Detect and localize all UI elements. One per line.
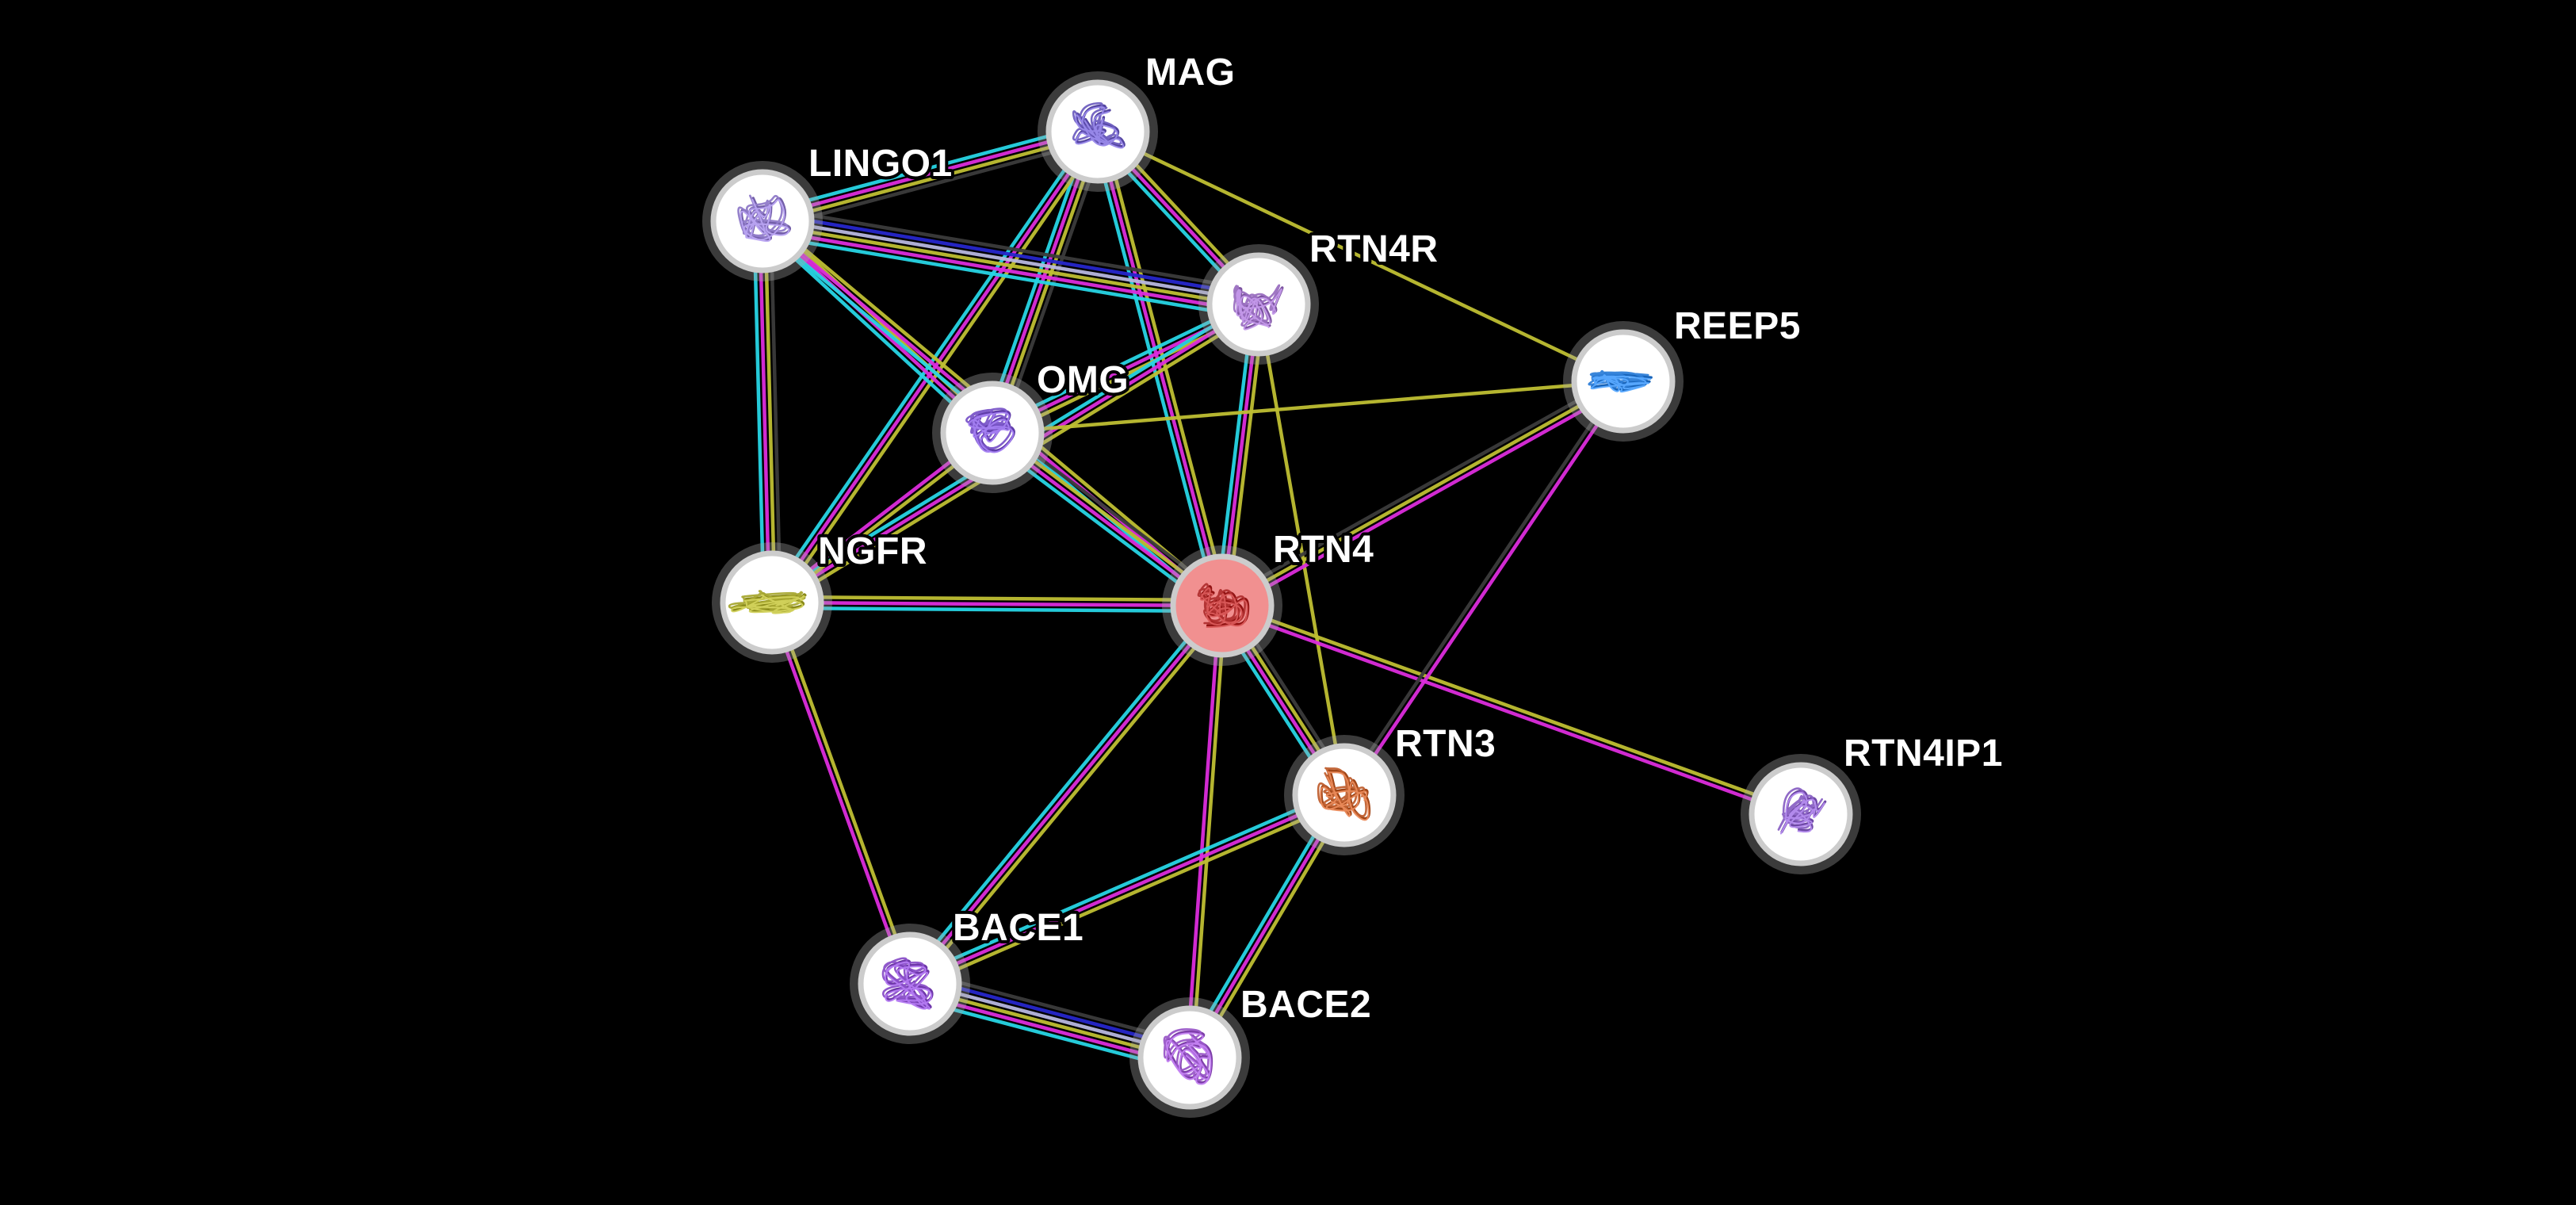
edge-evidence-coexpression [1217, 374, 1622, 603]
edge-evidence-databases [765, 126, 1095, 602]
edge-RTN4-REEP5[interactable] [1217, 374, 1628, 613]
edge-NGFR-RTN4[interactable] [770, 595, 1225, 614]
edge-evidence-experiments [767, 601, 909, 987]
edge-evidence-databases [759, 121, 1098, 216]
node-label-OMG: OMG [1037, 359, 1129, 401]
node-circle[interactable] [1292, 743, 1397, 847]
edge-NGFR-BACE1[interactable] [767, 599, 915, 987]
node-label-RTN4: RTN4 [1273, 529, 1374, 571]
node-circle[interactable] [710, 169, 815, 274]
edge-evidence-coexpression [1340, 377, 1623, 796]
node-circle[interactable] [1206, 252, 1311, 357]
edge-evidence-textmining [773, 599, 915, 985]
edge-evidence-experiments [1185, 603, 1221, 1059]
node-label-LINGO1: LINGO1 [808, 143, 953, 185]
node-circle[interactable] [1045, 79, 1150, 184]
edge-evidence-textmining [1095, 129, 1626, 384]
node-circle[interactable] [1749, 762, 1853, 866]
node-label-RTN4IP1: RTN4IP1 [1844, 733, 2003, 775]
edge-RTN4-BACE2[interactable] [1185, 603, 1227, 1060]
edge-evidence-coexpression [762, 205, 1263, 293]
edge-evidence-experiments [759, 127, 1099, 220]
edge-evidence-experiments [1344, 381, 1628, 799]
node-circle[interactable] [1137, 1005, 1242, 1110]
edge-evidence-textmining [990, 379, 1626, 435]
edge-MAG-LINGO1[interactable] [759, 121, 1102, 231]
edge-RTN4-RTN4IP1[interactable] [1219, 601, 1804, 819]
node-label-MAG: MAG [1145, 52, 1235, 94]
edge-evidence-textmining [761, 132, 1101, 226]
edge-RTN3-BACE1[interactable] [905, 788, 1349, 991]
node-RTN4IP1[interactable] [1741, 754, 1861, 874]
node-BACE2[interactable] [1129, 997, 1250, 1118]
node-label-NGFR: NGFR [818, 530, 927, 572]
edge-evidence-experiments [908, 603, 1225, 986]
node-label-BACE2: BACE2 [1240, 984, 1371, 1026]
edge-RTN3-REEP5[interactable] [1340, 377, 1628, 799]
node-circle[interactable] [858, 931, 962, 1036]
edge-evidence-experiments [1223, 384, 1628, 613]
edge-evidence-textmining [760, 222, 1260, 309]
edge-evidence-experiments [770, 600, 1225, 608]
edge-evidence-textmining [763, 219, 777, 605]
edge-LINGO1-NGFR[interactable] [752, 219, 782, 605]
edge-evidence-databases [770, 606, 1225, 614]
edge-evidence-textmining [1256, 302, 1347, 798]
node-circle[interactable] [720, 550, 824, 655]
node-label-BACE1: BACE1 [953, 907, 1084, 949]
node-label-REEP5: REEP5 [1674, 305, 1801, 347]
node-MAG[interactable] [1038, 71, 1158, 192]
edge-evidence-experiments [758, 219, 771, 605]
edge-evidence-coexpression [769, 219, 782, 604]
edge-evidence-textmining [1220, 379, 1626, 608]
node-circle[interactable] [1571, 329, 1676, 434]
edge-RTN4R-RTN3[interactable] [1256, 302, 1347, 798]
edge-evidence-textmining [910, 798, 1349, 991]
edge-evidence-textmining [1221, 601, 1804, 813]
edge-evidence-coexpression [762, 137, 1102, 231]
node-label-RTN3: RTN3 [1395, 723, 1496, 765]
edge-evidence-experiments [908, 793, 1347, 986]
edge-RTN4-BACE1[interactable] [904, 600, 1229, 989]
edge-evidence-databases [904, 600, 1220, 982]
edge-evidence-databases [758, 233, 1259, 320]
node-REEP5[interactable] [1563, 321, 1684, 442]
node-circle[interactable] [940, 381, 1045, 485]
edge-evidence-textmining [912, 607, 1229, 989]
edge-evidence-textmining [770, 595, 1225, 602]
edge-LINGO1-RTN4R[interactable] [758, 205, 1263, 320]
edge-evidence-experiments [1219, 606, 1802, 819]
node-circle-highlighted[interactable] [1170, 553, 1275, 658]
edge-evidence-databases [752, 220, 766, 605]
edge-evidence-textmining [1191, 604, 1227, 1060]
node-NGFR[interactable] [712, 542, 832, 663]
edge-evidence-databases [905, 788, 1344, 981]
node-label-RTN4R: RTN4R [1309, 228, 1439, 270]
edge-evidence-experiments [1095, 129, 1225, 608]
edge-evidence-experiments [760, 219, 995, 435]
edge-OMG-REEP5[interactable] [990, 379, 1626, 435]
edge-MAG-REEP5[interactable] [1095, 129, 1626, 384]
node-RTN4R[interactable] [1198, 244, 1319, 365]
edge-evidence-cooccurrence [762, 211, 1262, 298]
node-RTN3[interactable] [1284, 735, 1405, 855]
edge-evidence-databases [757, 223, 991, 439]
edge-evidence-homology [761, 216, 1261, 304]
edge-evidence-experiments [759, 228, 1259, 315]
